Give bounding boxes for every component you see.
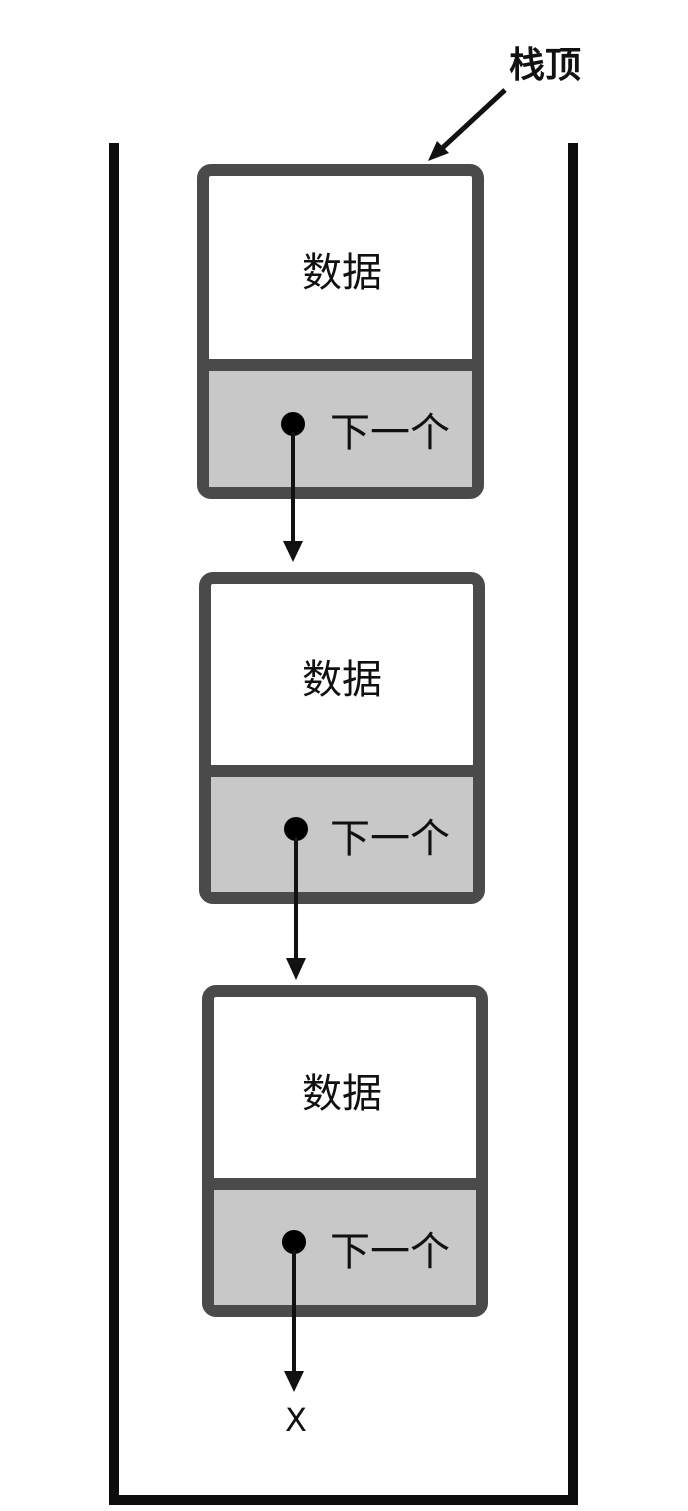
- node-2-data-label: 数据: [302, 657, 382, 703]
- node-3-next-section: [214, 1184, 476, 1305]
- stack-top-arrow: [436, 88, 507, 154]
- node-3-data-label: 数据: [302, 1071, 382, 1117]
- node-1-pointer-dot: [281, 412, 305, 436]
- node-1-next-section: [209, 365, 472, 487]
- null-marker: X: [285, 1401, 307, 1439]
- node-2-pointer-dot: [284, 817, 308, 841]
- node-2-next-arrowhead: [286, 958, 306, 980]
- node-3-next-label: 下一个: [330, 1229, 450, 1275]
- stack-container: [109, 143, 578, 1505]
- stack-top-arrowhead: [428, 141, 449, 161]
- node-1-next-arrowhead: [283, 541, 303, 562]
- stack-node-3: 数据 下一个: [202, 985, 488, 1317]
- stack-node-1: 数据 下一个: [197, 164, 484, 499]
- node-2-next-label: 下一个: [330, 816, 450, 862]
- node-1-data-label: 数据: [302, 250, 382, 296]
- node-3-next-arrowhead: [284, 1371, 304, 1392]
- node-3-pointer-dot: [282, 1230, 306, 1254]
- node-1-next-label: 下一个: [330, 410, 450, 456]
- stack-node-2: 数据 下一个: [199, 572, 485, 904]
- node-2-next-section: [211, 771, 473, 892]
- stack-top-label: 栈顶: [509, 45, 581, 86]
